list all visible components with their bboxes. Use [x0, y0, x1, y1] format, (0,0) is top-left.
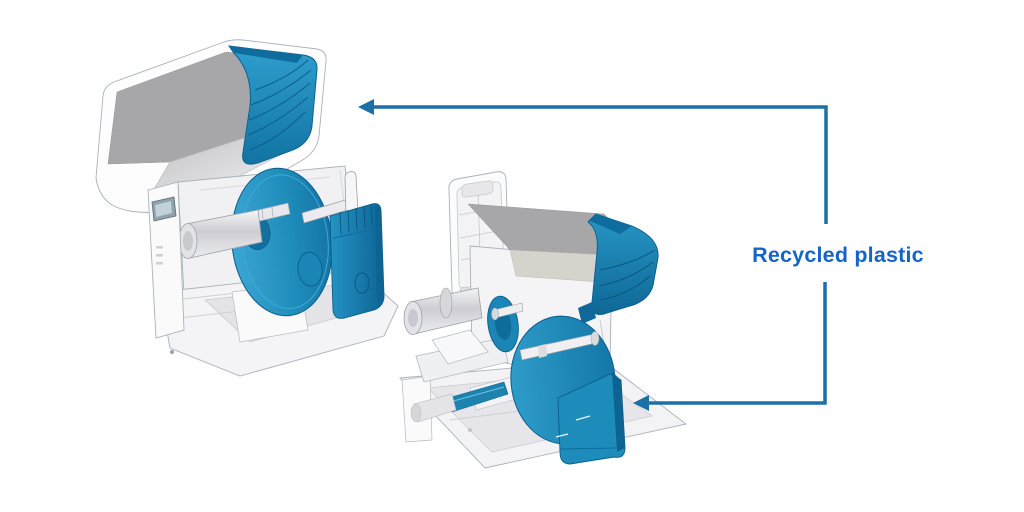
right-printer-ribbon-spindle — [403, 287, 483, 335]
cover-slot — [461, 180, 494, 198]
left-printer-blue-side-panel — [329, 203, 385, 319]
right-printer-blue-media-guide — [510, 315, 626, 465]
left-printer-open-top-cover — [95, 39, 327, 213]
annotation-group: Recycled plastic — [358, 99, 924, 411]
left-printer-control-panel — [147, 181, 185, 339]
right-printer-blue-cowl — [578, 213, 659, 324]
arrow-line-top — [374, 105, 828, 224]
recycled-plastic-label: Recycled plastic — [752, 243, 924, 267]
right-printer-media-shaft — [519, 331, 600, 361]
cover-blue-scoop — [228, 45, 318, 165]
printer-illustration-right — [399, 171, 688, 469]
arrow-line-bottom — [649, 282, 827, 405]
arrow-to-left-printer — [358, 99, 828, 224]
arrowhead-left-icon — [633, 395, 649, 411]
disc-hole — [297, 251, 323, 287]
arrowhead-left-icon — [358, 99, 374, 115]
printer-illustration-left — [95, 39, 399, 377]
panel-buttons — [156, 246, 163, 265]
display-glass — [155, 201, 172, 217]
hub-shaft-cap — [491, 307, 499, 321]
arrow-to-right-printer — [633, 282, 827, 411]
left-printer-spindles — [178, 171, 359, 259]
right-printer-print-mechanism — [410, 329, 521, 423]
